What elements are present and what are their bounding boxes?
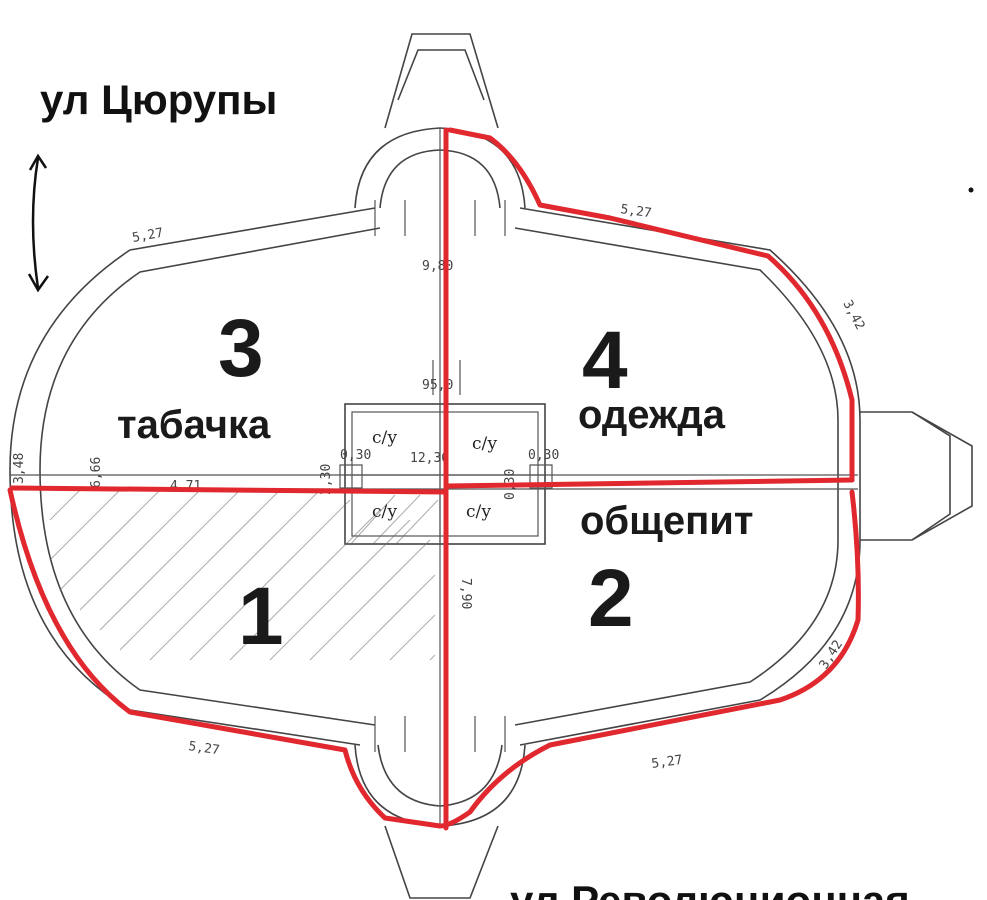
zone-4-label: одежда xyxy=(578,393,726,437)
dim-center-small: 95,0 xyxy=(422,378,453,393)
zone-2-number: 2 xyxy=(588,553,634,644)
zone-divider-horizontal-left xyxy=(9,485,449,495)
dim-top-right: 5,27 xyxy=(619,202,652,221)
dim-right-upper: 3,42 xyxy=(839,298,867,333)
dot-mark xyxy=(968,187,974,193)
dim-left-inner: 6,66 xyxy=(89,457,104,488)
street-bottom-label: ул Революционная xyxy=(510,877,910,900)
dim-bottom-right: 5,27 xyxy=(650,753,683,772)
zone-outlines xyxy=(7,127,861,831)
dim-bottom-left: 5,27 xyxy=(187,739,220,758)
zone-1-number: 1 xyxy=(238,571,284,662)
dim-center-top: 9,80 xyxy=(422,259,453,274)
restroom-label-top-left: с/у xyxy=(372,428,397,448)
zone-divider-horizontal-right xyxy=(443,477,855,489)
zone-boundary xyxy=(7,127,861,829)
double-arrow-icon xyxy=(27,153,50,293)
dim-wc-right-width: 0,30 xyxy=(528,448,559,463)
zone-4-number: 4 xyxy=(582,315,628,406)
dim-wc-left-width: 0,30 xyxy=(340,448,371,463)
dim-top-left: 5,27 xyxy=(131,226,164,246)
zone-3-label: табачка xyxy=(117,403,271,447)
restroom-label-bottom-right: с/у xyxy=(466,502,491,522)
zones: 3 табачка 4 одежда общепит 2 1 xyxy=(117,303,753,662)
dim-center-bottom: 7,90 xyxy=(458,578,473,609)
restroom-label-top-right: с/у xyxy=(472,434,497,454)
plan-walls xyxy=(9,33,973,899)
restroom-labels: с/у с/у с/у с/у xyxy=(372,428,497,522)
zone-2-label: общепит xyxy=(580,499,753,543)
restroom-label-bottom-left: с/у xyxy=(372,502,397,522)
street-top-label: ул Цюрупы xyxy=(40,76,277,123)
zone-3-number: 3 xyxy=(218,303,264,394)
dim-wc-left-height: 2,30 xyxy=(319,464,334,495)
dim-center-horizontal: 12,36 xyxy=(410,451,449,466)
dim-left-edge: 3,48 xyxy=(12,453,27,484)
street-labels: ул Цюрупы ул Революционная xyxy=(40,76,910,900)
